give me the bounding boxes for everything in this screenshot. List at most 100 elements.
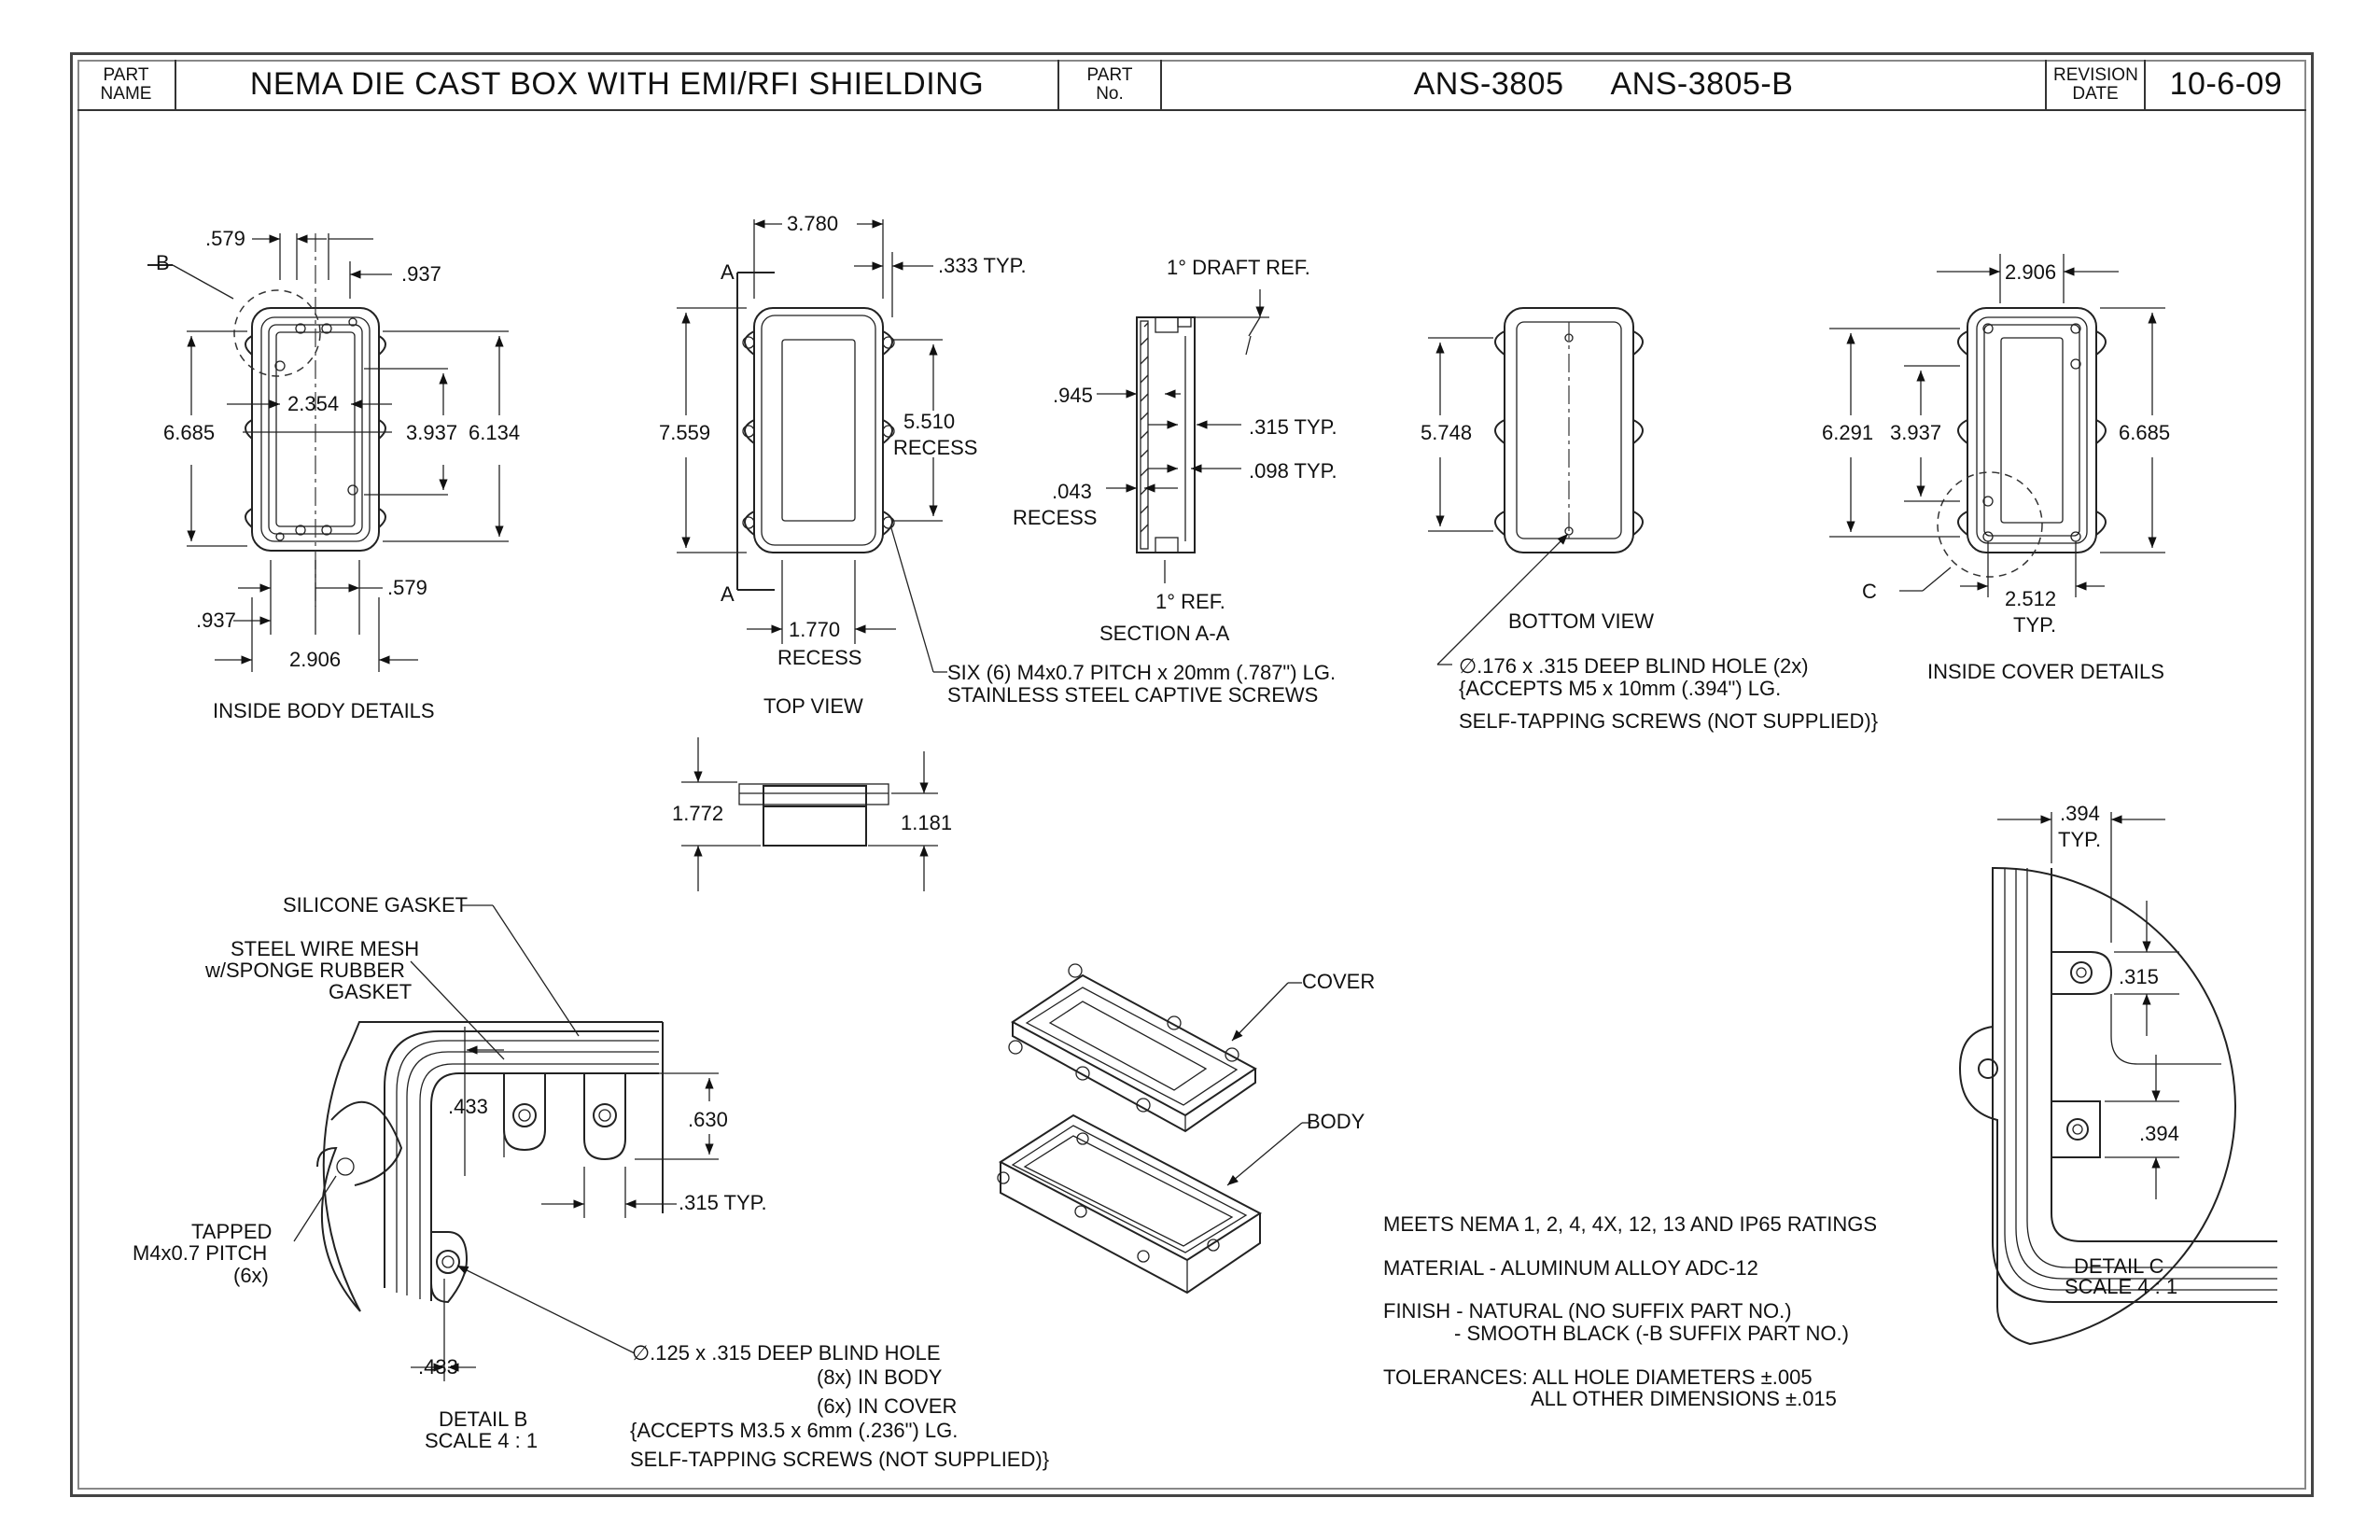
top-view-caption: TOP VIEW	[763, 694, 863, 718]
blind-hole-note-3: SELF-TAPPING SCREWS (NOT SUPPLIED)}	[1459, 709, 1879, 733]
draft-label: 1° DRAFT REF.	[1167, 256, 1310, 279]
section-aa-caption: SECTION A-A	[1099, 622, 1230, 645]
dim-315-c: .315	[2119, 965, 2159, 988]
dim-315-typ-b: .315 TYP.	[679, 1191, 767, 1214]
wire-mesh-label-1: STEEL WIRE MESH	[231, 937, 420, 960]
dim-3937-cover: 3.937	[1890, 421, 1942, 444]
section-mark-a-top: A	[721, 260, 735, 284]
part-no-1: ANS-3805	[1413, 66, 1564, 102]
part-name: NEMA DIE CAST BOX WITH EMI/RFI SHIELDING	[249, 66, 985, 102]
detail-c-caption-1: DETAIL C	[2074, 1254, 2164, 1278]
ref-1-label: 1° REF.	[1155, 590, 1225, 613]
revision-date: 10-6-09	[2169, 66, 2283, 102]
note-finish-1: FINISH - NATURAL (NO SUFFIX PART NO.)	[1383, 1299, 1792, 1323]
wire-mesh-label-2: w/SPONGE RUBBER	[205, 959, 405, 982]
revision-label-cell: REVISION DATE	[2047, 60, 2146, 111]
dim-098-typ: .098 TYP.	[1249, 459, 1337, 483]
part-name-label-cell: PART NAME	[77, 60, 176, 111]
inside-body-caption: INSIDE BODY DETAILS	[213, 699, 435, 722]
dim-433-b: .433	[418, 1355, 458, 1379]
dim-937-top: .937	[401, 262, 441, 286]
detail-c-caption-2: SCALE 4 : 1	[2065, 1275, 2178, 1298]
dim-1772: 1.772	[672, 802, 724, 825]
dim-2512: 2.512	[2005, 587, 2057, 610]
blind-hole-b-4: {ACCEPTS M3.5 x 6mm (.236") LG.	[630, 1419, 959, 1442]
blind-hole-b-2: (8x) IN BODY	[817, 1365, 943, 1389]
cover-label: COVER	[1302, 970, 1376, 993]
dim-579-top: .579	[205, 227, 245, 250]
part-no-2: ANS-3805-B	[1610, 66, 1794, 102]
dim-7559: 7.559	[659, 421, 711, 444]
tapped-label-1: TAPPED	[191, 1220, 273, 1243]
dim-6685-cover: 6.685	[2119, 421, 2171, 444]
dim-3780: 3.780	[787, 212, 839, 235]
dim-579-bot: .579	[387, 576, 427, 599]
blind-hole-b-1: ∅.125 x .315 DEEP BLIND HOLE	[632, 1341, 941, 1365]
dim-1181: 1.181	[901, 811, 953, 834]
tapped-label-3: (6x)	[233, 1264, 269, 1287]
dim-043: .043	[1052, 480, 1092, 503]
dim-2906-cover: 2.906	[2005, 260, 2057, 284]
part-name-label: PART NAME	[100, 64, 152, 104]
side-view-drawing	[681, 737, 938, 891]
screw-note-2: STAINLESS STEEL CAPTIVE SCREWS	[947, 683, 1319, 707]
wire-mesh-label-3: GASKET	[329, 980, 413, 1003]
tapped-label-2: M4x0.7 PITCH	[133, 1241, 268, 1265]
top-view-drawing	[677, 219, 947, 673]
detail-b-caption-2: SCALE 4 : 1	[425, 1429, 539, 1452]
typ-394: TYP.	[2058, 828, 2102, 851]
bottom-view-caption: BOTTOM VIEW	[1508, 609, 1655, 633]
dim-333-typ: .333 TYP.	[938, 254, 1027, 277]
drawing-border	[70, 52, 2314, 1497]
section-aa-drawing	[1097, 289, 1269, 583]
isometric-body-drawing	[997, 1113, 1311, 1295]
dim-2354: 2.354	[287, 392, 340, 415]
dim-3937: 3.937	[406, 421, 458, 444]
blind-hole-b-3: (6x) IN COVER	[817, 1394, 958, 1418]
dim-433-a: .433	[448, 1095, 488, 1118]
note-nema: MEETS NEMA 1, 2, 4, 4X, 12, 13 AND IP65 …	[1383, 1212, 1878, 1236]
dim-6685: 6.685	[163, 421, 216, 444]
detail-c-drawing	[1958, 812, 2277, 1346]
drawing-inner-border	[77, 60, 2306, 1490]
part-no-cell: ANS-3805 ANS-3805-B	[1162, 60, 2047, 111]
detail-c-marker: C	[1862, 580, 1877, 603]
inside-cover-caption: INSIDE COVER DETAILS	[1927, 660, 2164, 683]
dim-394-c: .394	[2139, 1122, 2179, 1145]
dim-945: .945	[1053, 384, 1093, 407]
screw-note-1: SIX (6) M4x0.7 PITCH x 20mm (.787") LG.	[947, 661, 1337, 684]
dim-394-top: .394	[2060, 802, 2100, 825]
note-material: MATERIAL - ALUMINUM ALLOY ADC-12	[1383, 1256, 1758, 1280]
section-mark-a-bot: A	[721, 582, 735, 606]
dim-5510: 5.510	[903, 410, 956, 433]
detail-b-drawing	[293, 904, 719, 1381]
dim-6134: 6.134	[469, 421, 521, 444]
recess-043-label: RECESS	[1013, 506, 1098, 529]
isometric-cover-drawing	[1008, 963, 1302, 1133]
blind-hole-note-2: {ACCEPTS M5 x 10mm (.394") LG.	[1459, 677, 1782, 700]
inside-cover-drawing	[1829, 254, 2165, 597]
dim-6291: 6.291	[1822, 421, 1874, 444]
blind-hole-b-5: SELF-TAPPING SCREWS (NOT SUPPLIED)}	[630, 1448, 1050, 1471]
detail-b-marker: B	[156, 251, 170, 274]
silicone-gasket-label: SILICONE GASKET	[283, 893, 469, 917]
note-tolerance-2: ALL OTHER DIMENSIONS ±.015	[1531, 1387, 1837, 1410]
dim-1770: 1.770	[789, 618, 841, 641]
body-label: BODY	[1307, 1110, 1365, 1133]
dim-937-bot: .937	[196, 609, 236, 632]
recess-label: RECESS	[893, 436, 978, 459]
dim-630: .630	[688, 1108, 728, 1131]
revision-label: REVISION DATE	[2053, 64, 2138, 104]
note-finish-2: - SMOOTH BLACK (-B SUFFIX PART NO.)	[1454, 1322, 1849, 1345]
part-no-label-cell: PART No.	[1059, 60, 1162, 111]
dim-5748: 5.748	[1421, 421, 1473, 444]
inside-body-drawing	[147, 233, 509, 672]
blind-hole-note-1: ∅.176 x .315 DEEP BLIND HOLE (2x)	[1459, 654, 1809, 678]
bottom-view-drawing	[1428, 307, 1644, 665]
typ-2512: TYP.	[2013, 613, 2057, 637]
part-no-label: PART No.	[1086, 64, 1133, 104]
recess-label-2: RECESS	[777, 646, 862, 669]
dim-315-typ: .315 TYP.	[1249, 415, 1337, 439]
dim-2906-body: 2.906	[289, 648, 342, 671]
